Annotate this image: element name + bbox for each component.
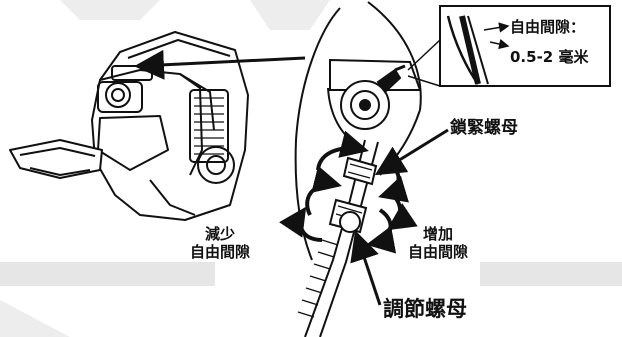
adjust-nut-label: 調節螺母 xyxy=(383,297,467,321)
pointer-arrow xyxy=(134,49,306,80)
adjust-nut-pointer xyxy=(350,230,382,306)
lever-assembly xyxy=(294,1,422,261)
lock-nut xyxy=(342,156,378,186)
decrease-label-line2: 自由間隙 xyxy=(190,243,251,261)
free-gap-value: 0.5-2 毫米 xyxy=(510,48,589,66)
increase-label-line2: 自由間隙 xyxy=(408,243,469,261)
lock-nut-pointer xyxy=(374,128,449,176)
free-gap-title: 自由間隙： xyxy=(510,18,586,36)
increase-label-line1: 增加 xyxy=(423,225,454,243)
increase-gap-label: 增加 自由間隙 xyxy=(408,225,468,261)
inset-box xyxy=(407,5,611,87)
engine-illustration xyxy=(9,31,249,221)
decrease-label-line1: 減少 xyxy=(205,225,236,243)
adjust-nut xyxy=(328,198,368,234)
decrease-gap-label: 減少 自由間隙 xyxy=(190,225,250,261)
lock-nut-label: 鎖緊螺母 xyxy=(450,118,518,138)
